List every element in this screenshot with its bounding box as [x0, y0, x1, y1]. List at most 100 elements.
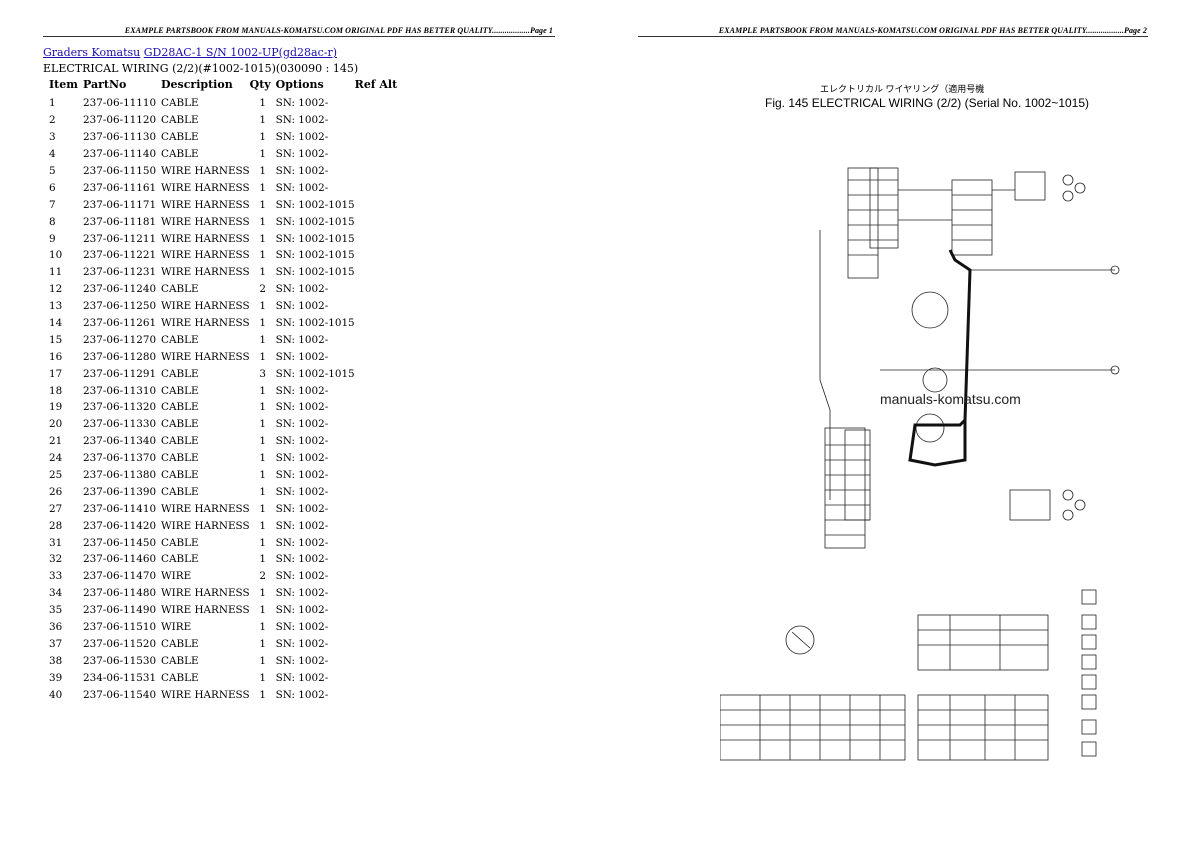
partno-cell: 237-06-11261	[83, 317, 157, 330]
qty-cell: 1	[259, 333, 266, 346]
refalt-cell	[355, 298, 405, 315]
refalt-cell	[355, 348, 405, 365]
refalt-cell	[355, 467, 405, 484]
options-cell: SN: 1002-	[275, 283, 329, 296]
refalt-cell	[355, 264, 405, 281]
partno-cell: 237-06-11171	[83, 198, 157, 211]
partno-cell: 237-06-11181	[83, 215, 157, 228]
options-cell: SN: 1002-	[275, 300, 329, 313]
qty-cell: 1	[259, 350, 266, 363]
item-cell: 28	[49, 519, 63, 532]
qty-cell: 1	[259, 232, 266, 245]
figure-title: Fig. 145 ELECTRICAL WIRING (2/2) (Serial…	[765, 96, 1090, 110]
partno-cell: 237-06-11211	[83, 232, 157, 245]
qty-cell: 1	[259, 435, 266, 448]
partno-cell: 237-06-11231	[83, 266, 157, 279]
qty-cell: 1	[259, 452, 266, 465]
partno-cell: 237-06-11480	[83, 587, 157, 600]
refalt-cell	[355, 450, 405, 467]
breadcrumb: Graders Komatsu GD28AC-1 S/N 1002-UP(gd2…	[43, 46, 337, 59]
refalt-cell	[355, 669, 405, 686]
refalt-cell	[355, 196, 405, 213]
item-cell: 7	[49, 198, 56, 211]
partno-cell: 237-06-11320	[83, 401, 157, 414]
qty-cell: 1	[259, 604, 266, 617]
item-cell: 19	[49, 401, 63, 414]
item-cell: 21	[49, 435, 63, 448]
item-cell: 18	[49, 384, 63, 397]
description-cell: CABLE	[161, 333, 199, 346]
partno-cell: 237-06-11140	[83, 148, 157, 161]
breadcrumb-link-graders[interactable]: Graders Komatsu	[43, 46, 141, 59]
options-cell: SN: 1002-	[275, 114, 329, 127]
breadcrumb-link-model[interactable]: GD28AC-1 S/N 1002-UP(gd28ac-r)	[143, 46, 338, 59]
description-cell: CABLE	[161, 637, 199, 650]
item-cell: 2	[49, 114, 56, 127]
item-cell: 24	[49, 452, 63, 465]
partno-cell: 237-06-11221	[83, 249, 157, 262]
description-cell: CABLE	[161, 654, 199, 667]
qty-cell: 1	[259, 148, 266, 161]
qty-cell: 1	[259, 165, 266, 177]
item-cell: 13	[49, 300, 63, 313]
partno-cell: 237-06-11240	[83, 283, 157, 296]
qty-cell: 3	[259, 367, 266, 380]
refalt-cell	[355, 230, 405, 247]
options-cell: SN: 1002-	[275, 333, 329, 346]
partno-cell: 237-06-11520	[83, 637, 157, 650]
description-cell: WIRE HARNESS	[161, 300, 250, 313]
table-row: 13 237-06-11250 WIRE HARNESS 1 SN: 1002-	[43, 298, 405, 315]
item-cell: 20	[49, 418, 63, 431]
qty-cell: 1	[259, 114, 266, 127]
refalt-cell	[355, 534, 405, 551]
options-cell: SN: 1002-	[275, 97, 329, 110]
options-cell: SN: 1002-1015	[275, 232, 355, 245]
qty-cell: 1	[259, 266, 266, 279]
partno-cell: 237-06-11420	[83, 519, 157, 532]
refalt-cell	[355, 179, 405, 196]
refalt-cell	[355, 433, 405, 450]
qty-cell: 1	[259, 97, 266, 110]
partno-cell: 237-06-11510	[83, 621, 157, 634]
item-cell: 34	[49, 587, 63, 600]
options-cell: SN: 1002-	[275, 688, 329, 701]
description-cell: CABLE	[161, 401, 199, 414]
partno-cell: 237-06-11470	[83, 570, 157, 583]
qty-cell: 1	[259, 485, 266, 498]
description-cell: CABLE	[161, 435, 199, 448]
watermark: manuals-komatsu.com	[880, 391, 1021, 407]
qty-cell: 1	[259, 654, 266, 667]
refalt-cell	[355, 483, 405, 500]
qty-cell: 1	[259, 621, 266, 634]
item-cell: 16	[49, 350, 63, 363]
refalt-cell	[355, 636, 405, 653]
description-cell: CABLE	[161, 671, 199, 684]
page-subtitle: ELECTRICAL WIRING (2/2)(#1002-1015)(0300…	[43, 62, 359, 75]
description-cell: CABLE	[161, 553, 199, 566]
description-cell: WIRE HARNESS	[161, 181, 250, 194]
refalt-cell	[355, 95, 405, 112]
qty-cell: 1	[259, 519, 266, 532]
refalt-cell	[355, 129, 405, 146]
page-header-right: EXAMPLE PARTSBOOK FROM MANUALS-KOMATSU.C…	[718, 26, 1147, 35]
item-cell: 32	[49, 553, 63, 566]
options-cell: SN: 1002-	[275, 519, 329, 532]
col-partno-header: PartNo	[83, 77, 127, 91]
options-cell: SN: 1002-	[275, 502, 329, 515]
qty-cell: 1	[259, 300, 266, 313]
partno-cell: 237-06-11291	[83, 367, 157, 380]
partno-cell: 237-06-11250	[83, 300, 157, 313]
